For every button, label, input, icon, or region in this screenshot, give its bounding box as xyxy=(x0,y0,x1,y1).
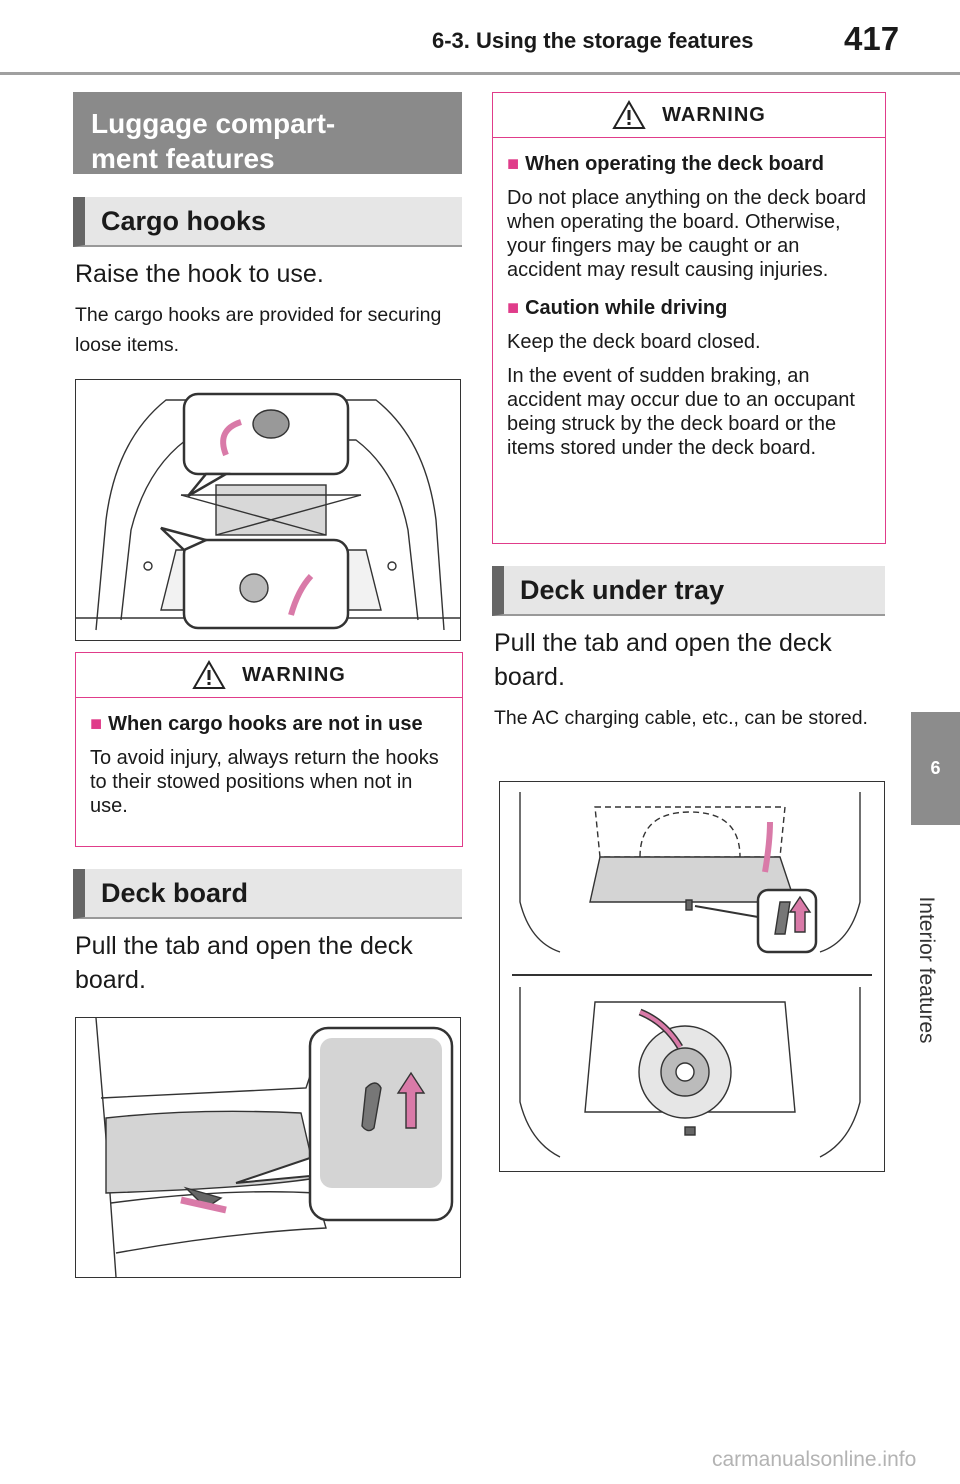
watermark: carmanualsonline.info xyxy=(712,1448,917,1471)
heading-deck-under-tray: Deck under tray xyxy=(492,566,885,616)
warning-title: WARNING xyxy=(662,103,766,126)
warning-text-3: In the event of sudden braking, an accid… xyxy=(507,365,855,459)
warning-subheading-2: ■ Caution while driving xyxy=(507,297,728,319)
chapter-tab: 6 xyxy=(911,712,960,825)
warning-header: WARNING xyxy=(493,93,885,138)
warning-title: WARNING xyxy=(242,663,346,686)
warning-icon xyxy=(192,660,226,689)
page-number: 417 xyxy=(844,20,900,57)
bullet-icon: ■ xyxy=(507,153,520,175)
warning-subheading-1: ■ When operating the deck board xyxy=(507,153,825,175)
cargo-hooks-illustration xyxy=(75,379,461,641)
header-rule xyxy=(0,72,960,75)
section-title: 6-3. Using the storage features xyxy=(432,28,754,53)
deck-under-tray-note: The AC charging cable, etc., can be stor… xyxy=(494,707,868,729)
deck-board-illustration xyxy=(75,1017,461,1278)
warning-header: WARNING xyxy=(76,653,462,698)
bullet-icon: ■ xyxy=(90,713,103,735)
warning-icon xyxy=(612,100,646,129)
bullet-icon: ■ xyxy=(507,297,520,319)
warning-text-2: Keep the deck board closed. xyxy=(507,331,761,353)
warning-text: To avoid injury, always return the hooks… xyxy=(90,747,439,817)
deck-board-instruction: Pull the tab and open the deck board. xyxy=(75,932,413,994)
main-heading: Luggage compart- ment features xyxy=(73,92,462,174)
cargo-note: The cargo hooks are provided for securin… xyxy=(75,304,442,356)
heading-cargo-hooks: Cargo hooks xyxy=(73,197,462,247)
warning-text-1: Do not place anything on the deck board … xyxy=(507,187,867,281)
deck-under-tray-instruction: Pull the tab and open the deck board. xyxy=(494,629,832,691)
warning-box-deck-board: WARNING ■ When operating the deck board … xyxy=(492,92,886,544)
deck-under-tray-illustration xyxy=(499,781,885,1172)
chapter-title-vertical: Interior features xyxy=(915,896,938,1044)
warning-subheading: ■ When cargo hooks are not in use xyxy=(90,713,423,735)
heading-deck-board: Deck board xyxy=(73,869,462,919)
warning-box-cargo-hooks: WARNING ■ When cargo hooks are not in us… xyxy=(75,652,463,847)
cargo-instruction: Raise the hook to use. xyxy=(75,260,324,288)
